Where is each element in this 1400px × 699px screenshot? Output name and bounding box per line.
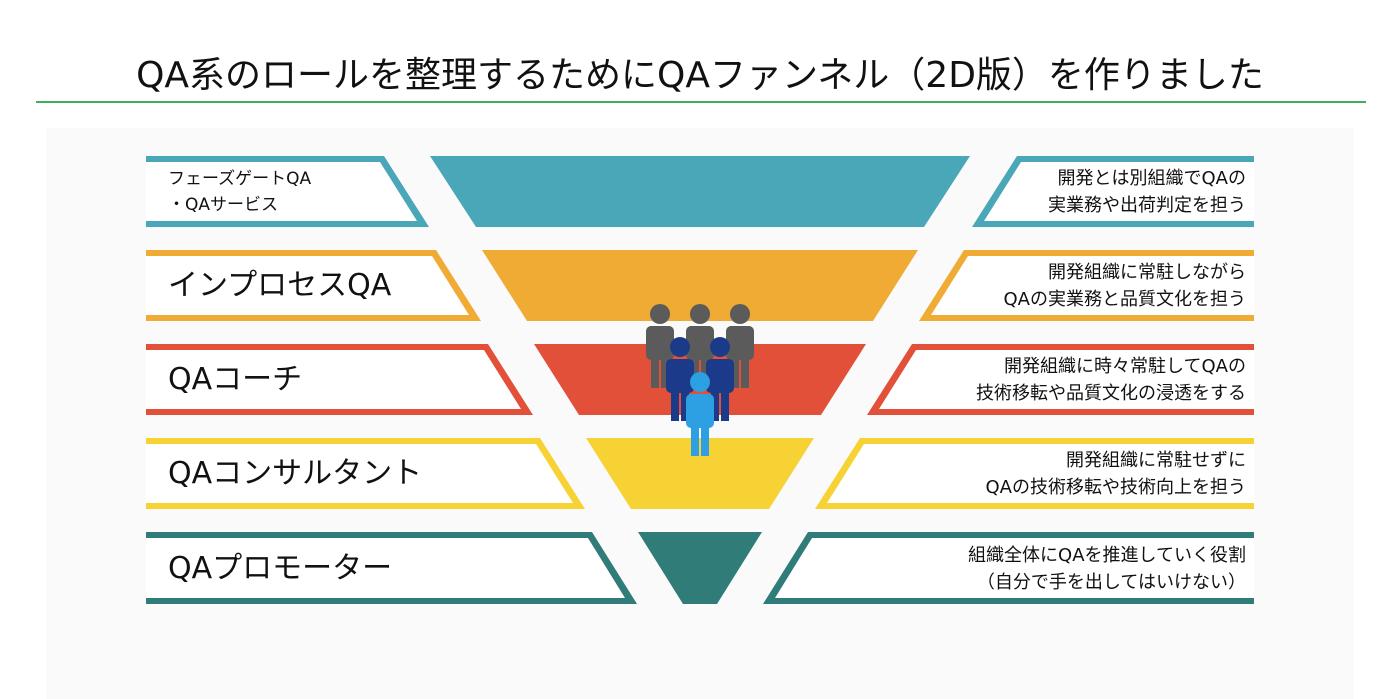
role-name-2-line-0: QAコーチ [168, 362, 303, 397]
role-description-2-line-0: 開発組織に時々常駐してQAの [1004, 356, 1246, 377]
right-banner-inner-4 [775, 538, 1254, 598]
right-banner-inner-2 [879, 350, 1254, 409]
title-divider [36, 101, 1366, 103]
role-name-4: QAプロモーター [168, 551, 392, 587]
role-description-3-line-1: QAの技術移転や技術向上を担う [985, 477, 1246, 498]
role-description-1-line-0: 開発組織に常駐しながら [1048, 262, 1246, 283]
role-description-3: 開発組織に常駐せずに QAの技術移転や技術向上を担う [986, 447, 1246, 501]
page-title: QA系のロールを整理するためにQAファンネル（2D版）を作りました [136, 55, 1264, 96]
role-name-0-line-1: ・QAサービス [168, 195, 279, 215]
role-name-1-line-0: インプロセスQA [168, 268, 392, 303]
role-name-3: QAコンサルタント [168, 456, 422, 492]
left-banner-inner-2 [146, 350, 521, 409]
role-name-4-line-0: QAプロモーター [168, 551, 393, 586]
left-banner-inner-3 [146, 444, 573, 503]
role-description-4-line-0: 組織全体にQAを推進していく役割 [968, 545, 1246, 566]
right-banner-inner-0 [984, 162, 1254, 221]
left-banner-inner-0 [146, 162, 417, 221]
role-name-2: QAコーチ [168, 362, 302, 398]
role-description-1: 開発組織に常駐しながら QAの実業務と品質文化を担う [1004, 259, 1246, 313]
role-description-4-line-1: （自分で手を出してはいけない） [976, 572, 1246, 593]
role-description-0: 開発とは別組織でQAの 実業務や出荷判定を担う [1048, 165, 1246, 219]
left-banner-inner-1 [146, 256, 469, 315]
role-name-0: フェーズゲートQA ・QAサービス [168, 166, 311, 218]
left-banner-inner-4 [146, 538, 625, 598]
role-description-3-line-0: 開発組織に常駐せずに [1066, 450, 1246, 471]
right-banner-inner-3 [827, 444, 1254, 503]
funnel-layer-3 [586, 438, 814, 509]
role-name-1: インプロセスQA [168, 268, 391, 304]
funnel-layer-4 [638, 532, 762, 604]
role-description-2: 開発組織に時々常駐してQAの 技術移転や品質文化の浸透をする [976, 353, 1246, 407]
role-description-1-line-1: QAの実業務と品質文化を担う [1003, 289, 1246, 310]
role-name-0-line-0: フェーズゲートQA [168, 169, 312, 189]
funnel-layer-1 [482, 250, 918, 321]
role-description-0-line-0: 開発とは別組織でQAの [1057, 168, 1246, 189]
funnel-layer-0 [430, 156, 970, 227]
people-group-icon [646, 304, 754, 456]
role-description-0-line-1: 実業務や出荷判定を担う [1048, 195, 1246, 216]
role-name-3-line-0: QAコンサルタント [168, 456, 423, 491]
right-banner-inner-1 [931, 256, 1254, 315]
role-description-4: 組織全体にQAを推進していく役割 （自分で手を出してはいけない） [968, 542, 1246, 596]
role-description-2-line-1: 技術移転や品質文化の浸透をする [976, 383, 1246, 404]
